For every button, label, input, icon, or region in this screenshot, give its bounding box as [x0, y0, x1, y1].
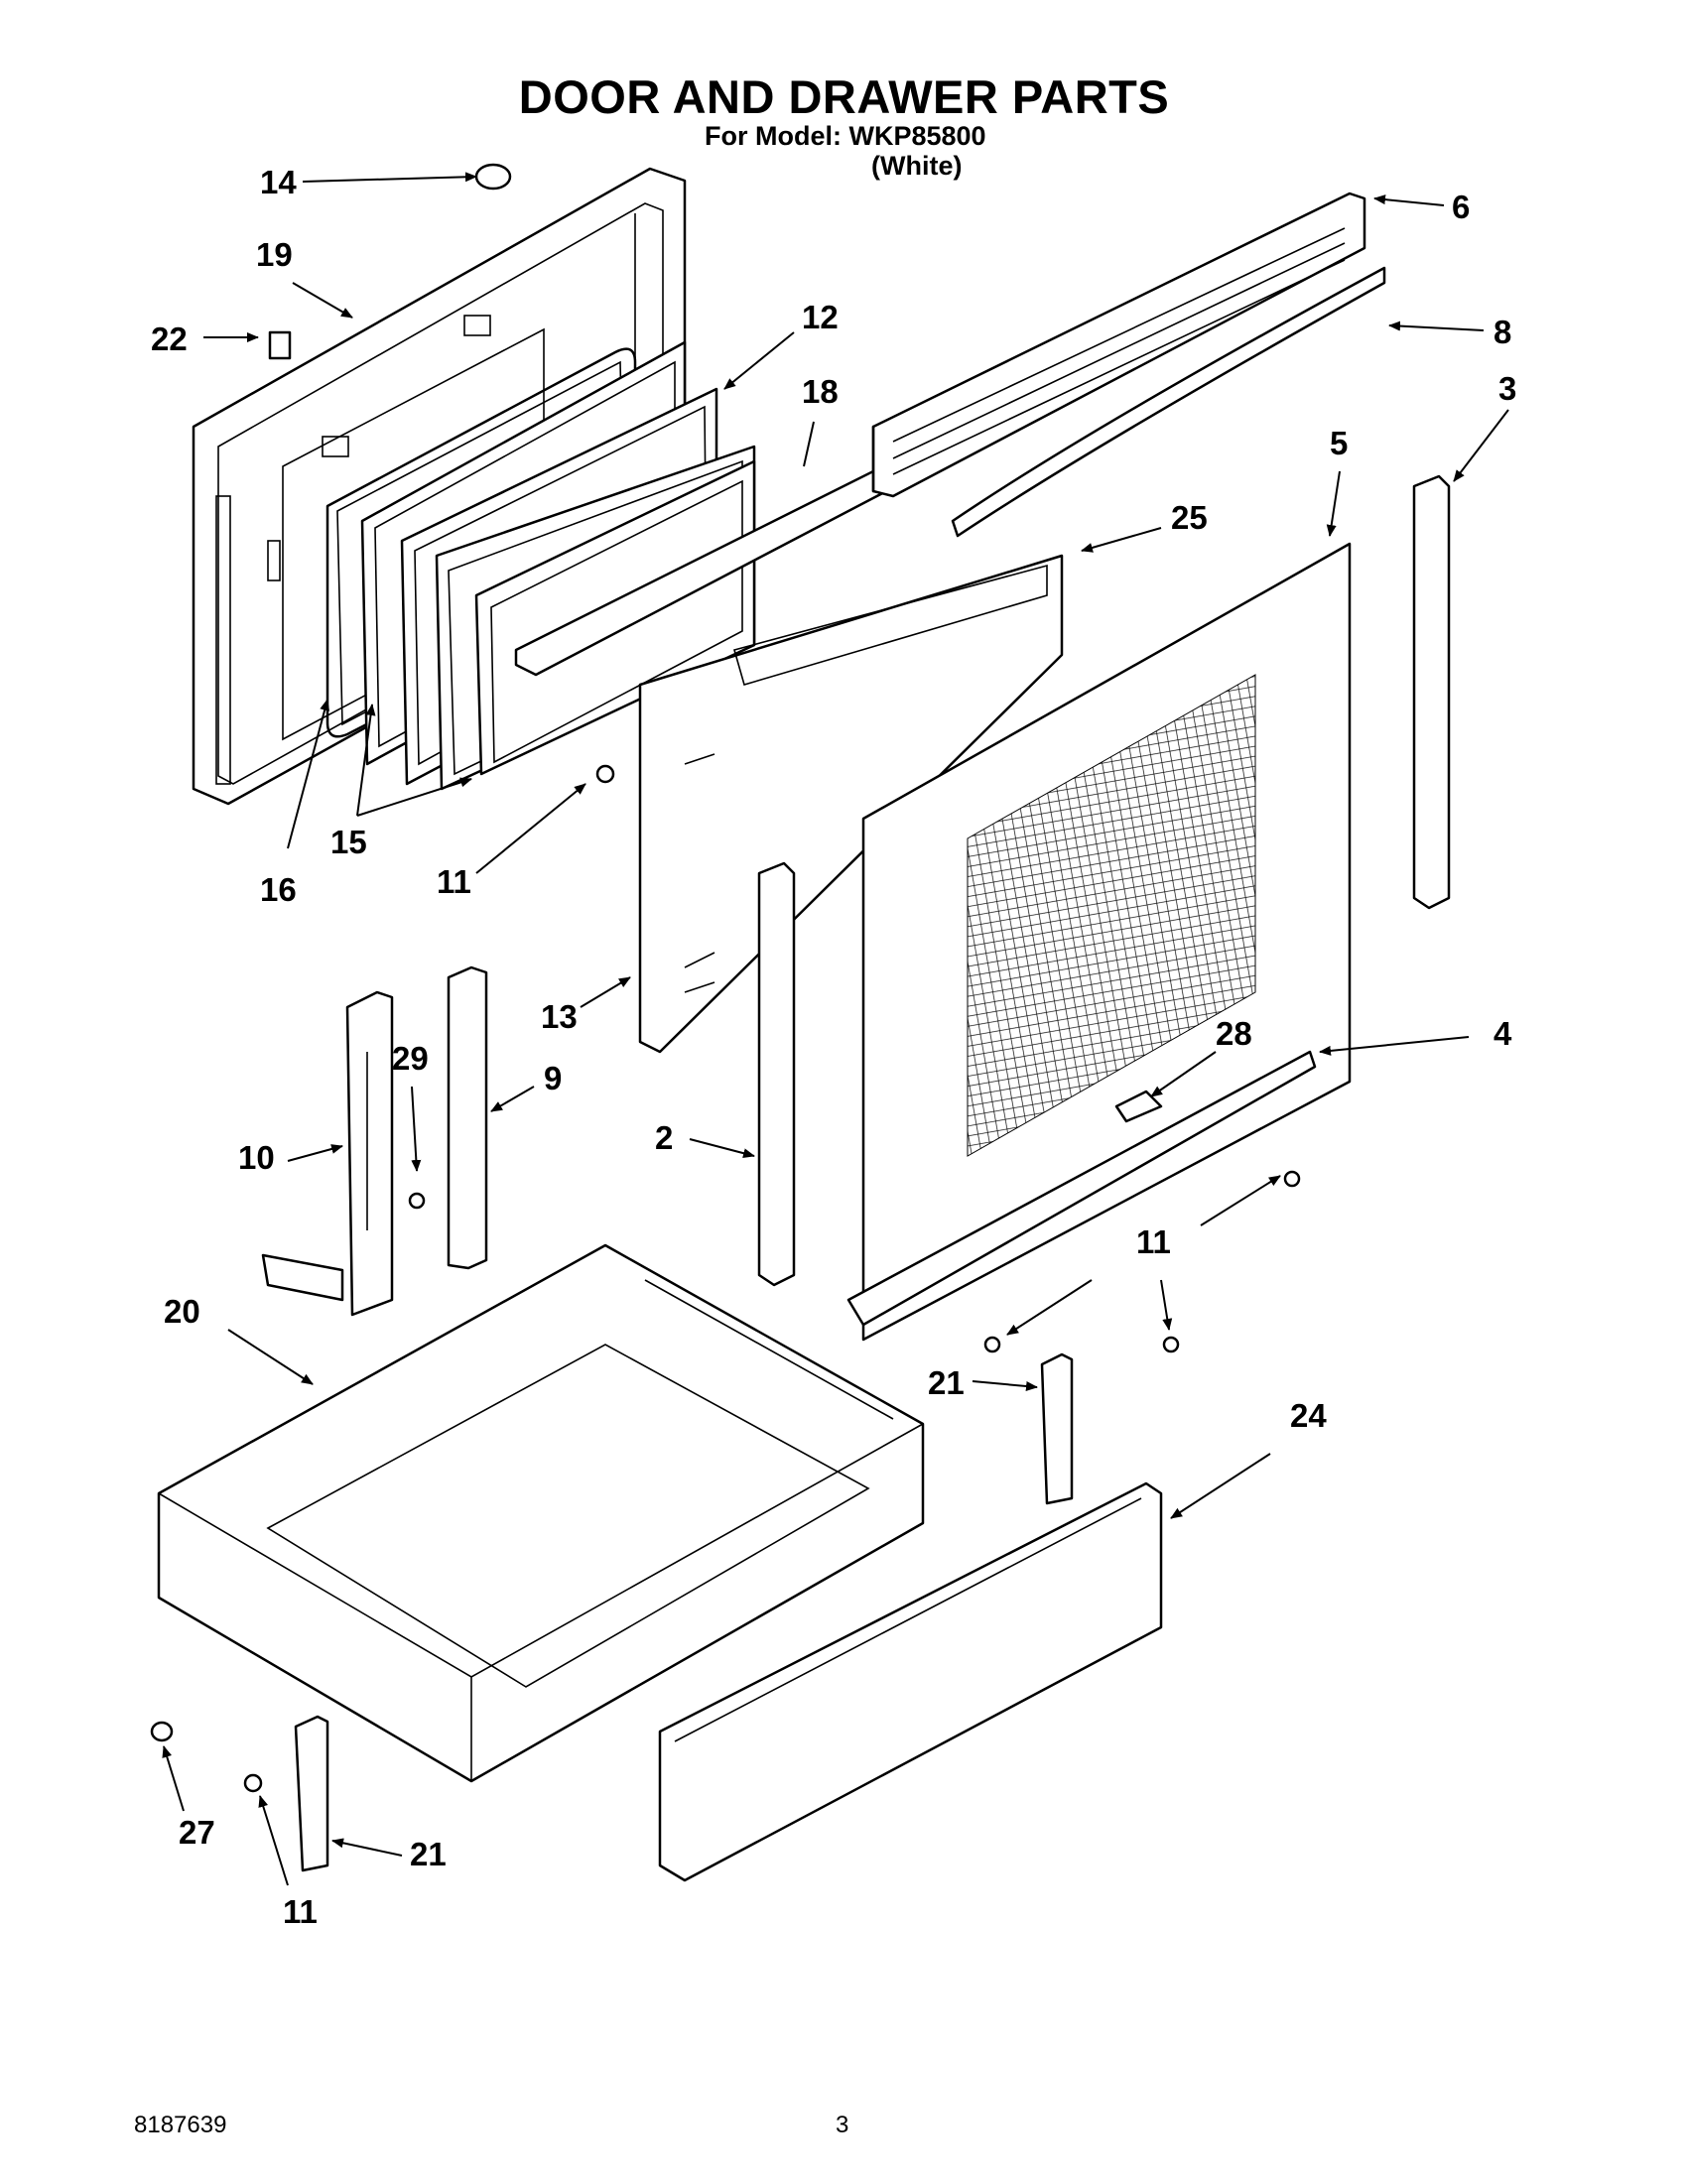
storage-drawer [157, 1243, 925, 1783]
model-number: For Model: WKP85800 [705, 121, 986, 151]
page-title: DOOR AND DRAWER PARTS [518, 70, 1170, 123]
callout-11-drawer: 11 [283, 1893, 318, 1930]
drawer-glide-upper [1040, 1352, 1074, 1505]
screws [243, 764, 1301, 1793]
callout-21-lower: 21 [410, 1836, 447, 1872]
drawer-glide-lower [294, 1715, 329, 1872]
callout-11-door: 11 [437, 863, 471, 900]
callout-8: 8 [1493, 314, 1512, 350]
drawer-rivet [150, 1721, 174, 1742]
callout-15: 15 [330, 824, 367, 860]
callout-19: 19 [256, 236, 293, 273]
door-frame [638, 554, 1064, 1054]
callout-20: 20 [164, 1293, 200, 1330]
callout-21-upper: 21 [928, 1364, 965, 1401]
page-number: 3 [836, 2112, 849, 2138]
callout-9: 9 [544, 1060, 563, 1096]
door-hinge [261, 990, 394, 1317]
door-bottom-trim [846, 1050, 1317, 1327]
callout-24: 24 [1290, 1397, 1327, 1434]
bracket [1114, 1090, 1163, 1123]
callout-22: 22 [151, 321, 188, 357]
callout-12: 12 [802, 299, 839, 335]
door-handle [951, 266, 1386, 538]
callout-18: 18 [802, 373, 839, 410]
outer-door-panel [861, 542, 1352, 1342]
drawer-front-panel [658, 1481, 1163, 1882]
callout-28: 28 [1216, 1015, 1252, 1052]
callout-13: 13 [541, 998, 578, 1035]
callout-6: 6 [1452, 189, 1471, 225]
document-number: 8187639 [134, 2112, 227, 2138]
callout-4: 4 [1493, 1015, 1512, 1052]
model-variant: (White) [871, 151, 963, 181]
door-side-trim-right [1412, 474, 1451, 910]
door-top-trim [871, 192, 1366, 498]
callout-27: 27 [179, 1814, 215, 1851]
door-clip [268, 330, 292, 360]
callout-16: 16 [260, 871, 297, 908]
callout-10: 10 [238, 1139, 275, 1176]
door-side-trim-left [757, 861, 796, 1287]
callout-25: 25 [1171, 499, 1208, 536]
callout-11-trim: 11 [1136, 1223, 1171, 1260]
callout-3: 3 [1498, 370, 1517, 407]
door-bumper [474, 163, 512, 191]
callout-14: 14 [260, 164, 297, 200]
callout-2: 2 [655, 1119, 674, 1156]
callout-leaders [162, 172, 1509, 1886]
door-vent-strip [447, 965, 488, 1270]
callout-29: 29 [392, 1040, 429, 1077]
callout-5: 5 [1330, 425, 1349, 461]
